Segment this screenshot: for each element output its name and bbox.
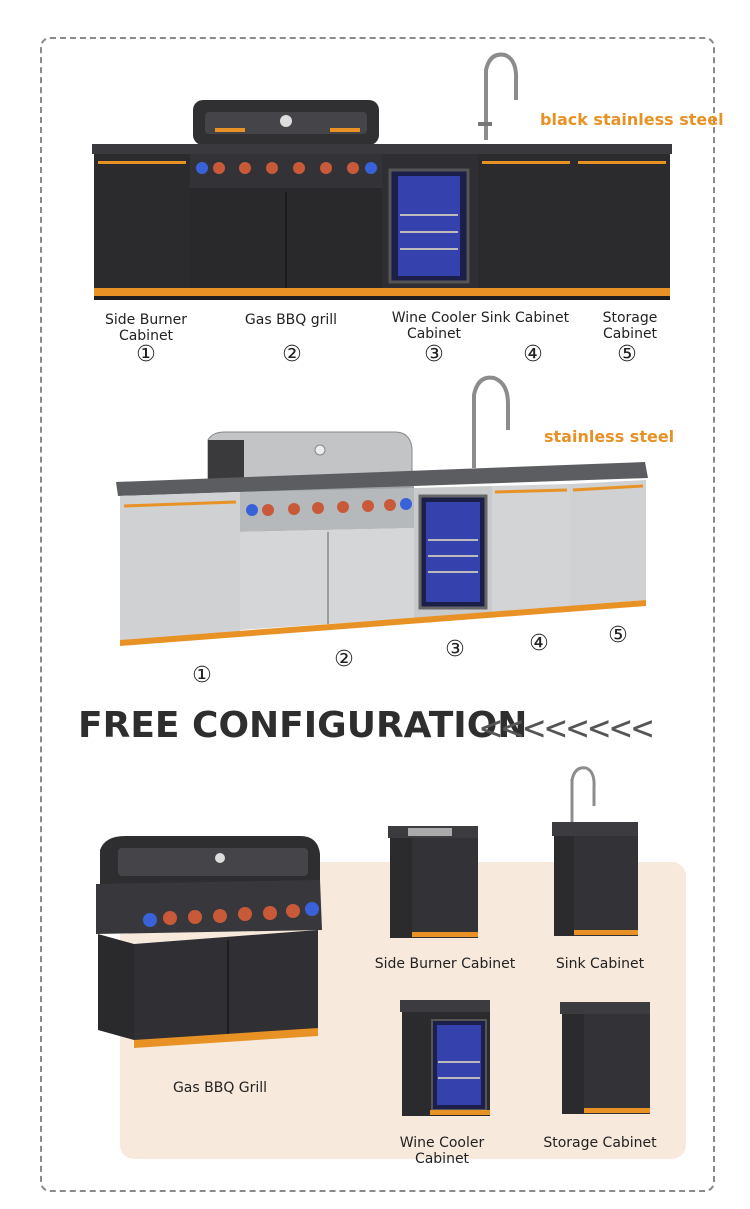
base-light-strip [94, 288, 670, 296]
stainless-kitchen-illustration [116, 375, 648, 646]
grill-lid [193, 100, 379, 145]
finish-label-black: black stainless steel [540, 110, 724, 129]
label-wine-cooler: Wine Cooler Cabinet [391, 310, 477, 342]
number-1: ① [136, 342, 156, 367]
sink-cabinet-stainless [492, 484, 570, 612]
countertop-stainless [116, 462, 648, 496]
number-5: ⑤ [617, 342, 637, 367]
countertop [92, 144, 672, 154]
label-storage-cabinet: Storage Cabinet [602, 310, 658, 342]
dashed-frame [40, 37, 715, 1192]
headline-title: FREE CONFIGURATION [78, 705, 528, 746]
black-kitchen-illustration [92, 52, 672, 300]
grill-module [96, 836, 322, 1048]
module-label-storage: Storage Cabinet [543, 1135, 657, 1151]
module-label-sink: Sink Cabinet [555, 956, 645, 972]
storage-module [560, 1002, 650, 1114]
finish-label-stainless: stainless steel [544, 427, 675, 446]
base-light-strip [120, 600, 646, 646]
wine-cooler-stainless [414, 486, 492, 618]
label-gas-grill: Gas BBQ grill [244, 312, 338, 328]
wine-cooler-black [382, 154, 478, 292]
module-label-side-burner: Side Burner Cabinet [374, 956, 516, 972]
side-burner-module [388, 826, 478, 938]
faucet-icon [472, 375, 510, 468]
number-3: ③ [424, 342, 444, 367]
label-sink-cabinet: Sink Cabinet [480, 310, 570, 326]
number-5: ⑤ [608, 623, 628, 648]
number-2: ② [282, 342, 302, 367]
chevron-arrows-icon: <<<<<<<< [480, 708, 654, 749]
module-label-grill: Gas BBQ Grill [172, 1080, 268, 1096]
storage-cabinet-black [574, 154, 670, 292]
grill-body-stainless [240, 488, 414, 630]
storage-cabinet-stainless [570, 480, 646, 606]
grill-body-black [190, 154, 382, 292]
sink-cabinet-black [478, 154, 574, 292]
faucet-icon [478, 52, 519, 140]
number-1: ① [192, 663, 212, 688]
number-4: ④ [523, 342, 543, 367]
side-burner-cabinet-black [94, 154, 190, 292]
number-3: ③ [445, 637, 465, 662]
wine-cooler-module [400, 1000, 490, 1116]
sink-module [552, 766, 638, 936]
number-2: ② [334, 647, 354, 672]
number-4: ④ [529, 631, 549, 656]
side-burner-cabinet-stainless [120, 492, 240, 640]
module-label-wine-cooler: Wine Cooler Cabinet [399, 1135, 485, 1167]
label-side-burner: Side Burner Cabinet [105, 312, 187, 344]
